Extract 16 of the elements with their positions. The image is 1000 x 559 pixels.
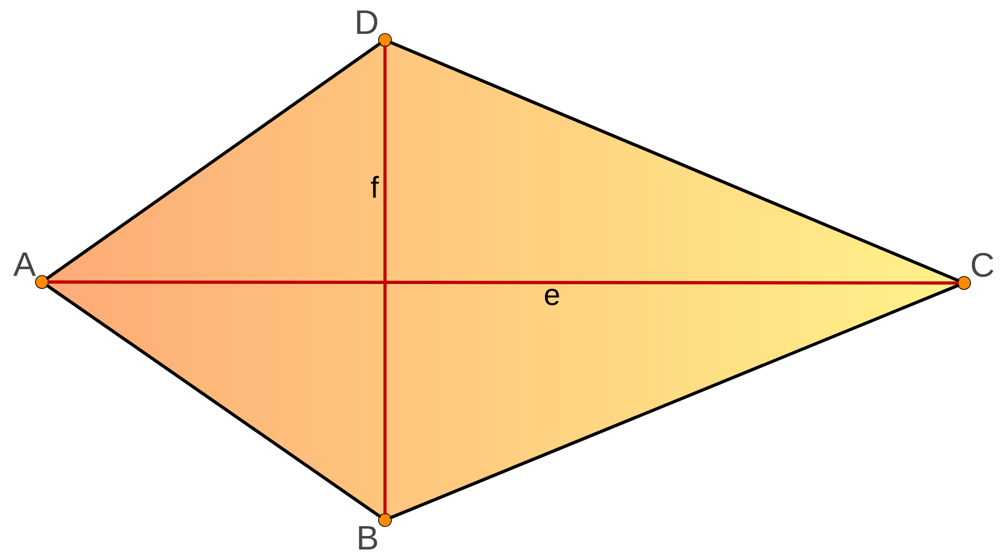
vertex-point: A <box>13 252 49 289</box>
line-segment <box>390 284 960 519</box>
node-label: A <box>13 252 36 276</box>
vertex-point: B <box>359 513 392 550</box>
vertex-point: C <box>957 252 994 290</box>
node-label: C <box>972 252 994 277</box>
line-segment <box>46 284 381 518</box>
line-segment <box>47 280 959 285</box>
line-segment <box>46 42 381 280</box>
vertex-point: D <box>357 10 392 47</box>
node-label: B <box>359 526 378 550</box>
node-label: D <box>357 10 378 34</box>
edge-label: f <box>370 176 379 198</box>
line-segment <box>390 41 960 282</box>
line-segment <box>383 45 387 515</box>
edge-label: e <box>544 288 560 306</box>
